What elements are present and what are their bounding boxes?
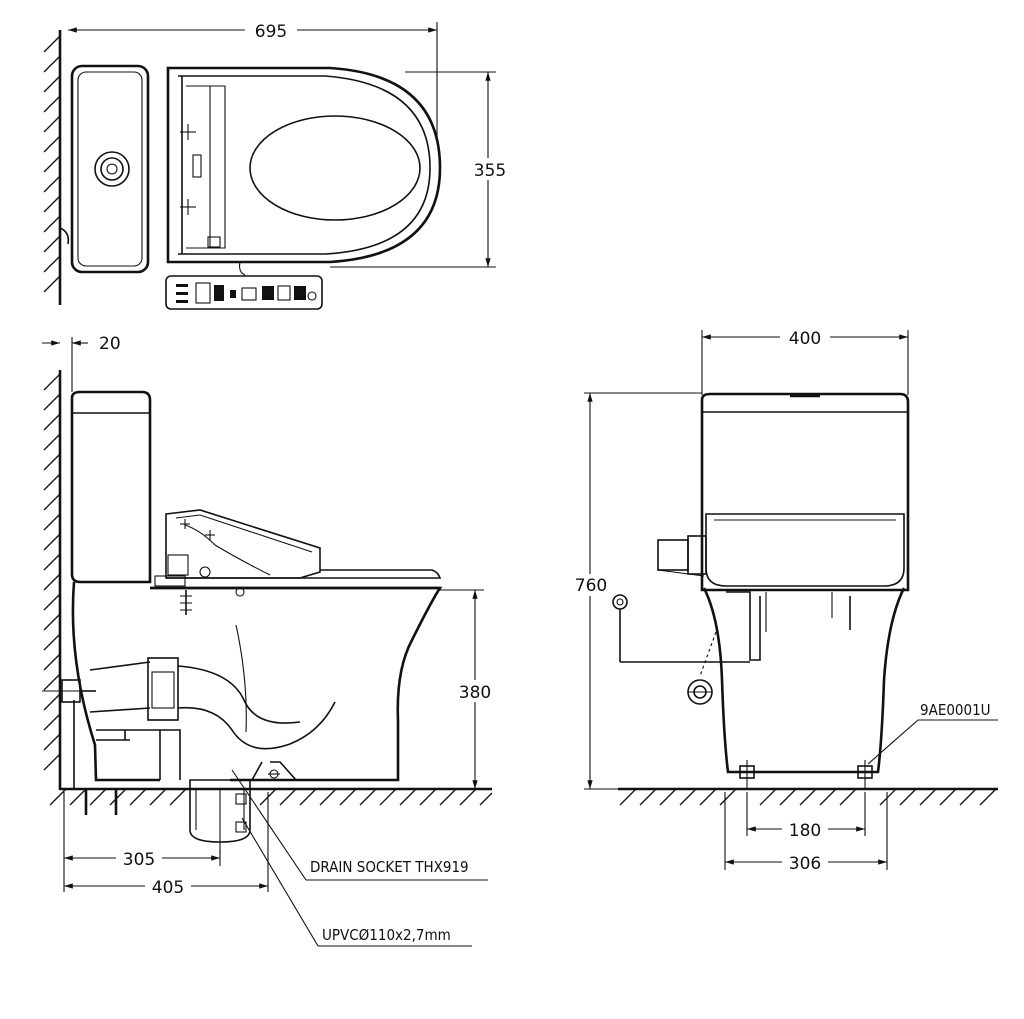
tank-top — [70, 64, 150, 274]
dim-180: 180 — [789, 821, 821, 841]
dim-380: 380 — [459, 683, 491, 703]
wall-hatch-top — [43, 35, 61, 293]
angle-valve-icon — [687, 679, 713, 705]
seat-side — [165, 509, 321, 579]
dim-306: 306 — [789, 854, 821, 874]
side-view: 20 — [42, 334, 498, 947]
label-drain-socket: DRAIN SOCKET THX919 — [310, 858, 469, 876]
dim-695: 695 — [255, 22, 287, 42]
tank-side — [70, 390, 152, 584]
seat-outline — [166, 66, 442, 264]
bowl-opening — [249, 115, 421, 221]
front-view: 400 760 — [568, 327, 998, 874]
tank-front — [700, 392, 910, 592]
dim-760: 760 — [575, 576, 607, 596]
floor-hatch-side — [49, 788, 493, 806]
label-upvc-pipe: UPVCØ110x2,7mm — [322, 926, 451, 944]
dim-305: 305 — [123, 850, 155, 870]
remote-buttons-icon — [176, 282, 317, 304]
water-valve-icon — [612, 594, 628, 610]
floor-hatch-front — [619, 788, 997, 806]
seat-front — [705, 513, 905, 587]
wall-hatch-side — [43, 373, 61, 771]
dim-355: 355 — [474, 161, 506, 181]
top-view: 695 355 — [43, 20, 512, 310]
bowl-side — [71, 581, 443, 782]
dim-20: 20 — [99, 334, 121, 354]
label-part-code: 9AE0001U — [920, 701, 991, 719]
remote-control-panel — [165, 275, 323, 310]
dim-400: 400 — [789, 329, 821, 349]
pedestal-front — [702, 587, 906, 774]
floor-bolt-right — [857, 760, 873, 789]
dim-405: 405 — [152, 878, 184, 898]
flush-button-icon — [94, 151, 130, 187]
floor-bolt-left — [739, 760, 755, 789]
